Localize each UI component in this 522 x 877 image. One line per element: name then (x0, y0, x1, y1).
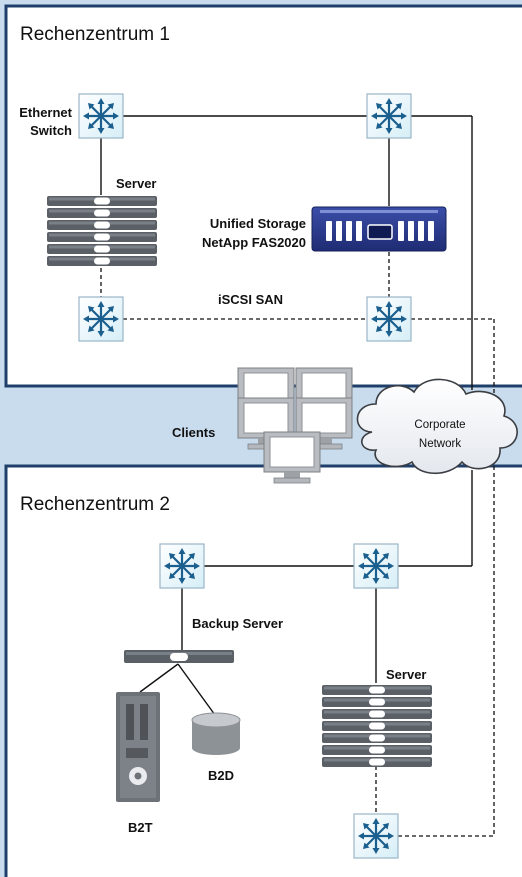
ethernet-switch-label: Ethernet (19, 105, 72, 120)
corporate-network-label: Corporate (414, 419, 465, 431)
netapp-storage-icon[interactable] (311, 206, 447, 252)
solid-links (100, 115, 473, 716)
server-label: Server (386, 667, 426, 682)
server-stack-icon[interactable] (322, 685, 432, 767)
b2t-tape-library-icon[interactable] (116, 692, 160, 802)
switch-icon[interactable] (365, 92, 413, 140)
corporate-network-cloud-icon[interactable] (356, 378, 518, 474)
iscsi-san-label: iSCSI SAN (218, 292, 283, 307)
unified-storage-label: NetApp FAS2020 (202, 235, 306, 250)
backup-server-icon[interactable] (124, 650, 234, 663)
unified-storage-label: Unified Storage (210, 216, 306, 231)
ethernet-switch-icon[interactable] (77, 92, 125, 140)
iscsi-switch-icon[interactable] (352, 812, 400, 860)
b2d-disk-icon[interactable] (191, 712, 241, 755)
iscsi-switch-icon[interactable] (77, 295, 125, 343)
datacenter2-box (4, 464, 522, 877)
iscsi-switch-icon[interactable] (365, 295, 413, 343)
ethernet-switch-label: Switch (30, 123, 72, 138)
corporate-network-label: Network (419, 438, 461, 450)
datacenter1-title: Rechenzentrum 1 (20, 24, 170, 45)
b2d-label: B2D (208, 768, 234, 783)
switch-icon[interactable] (158, 542, 206, 590)
b2t-label: B2T (128, 820, 153, 835)
server-label: Server (116, 176, 156, 191)
clients-label: Clients (172, 425, 215, 440)
datacenter2-title: Rechenzentrum 2 (20, 494, 170, 515)
backup-server-label: Backup Server (192, 616, 283, 631)
switch-icon[interactable] (352, 542, 400, 590)
